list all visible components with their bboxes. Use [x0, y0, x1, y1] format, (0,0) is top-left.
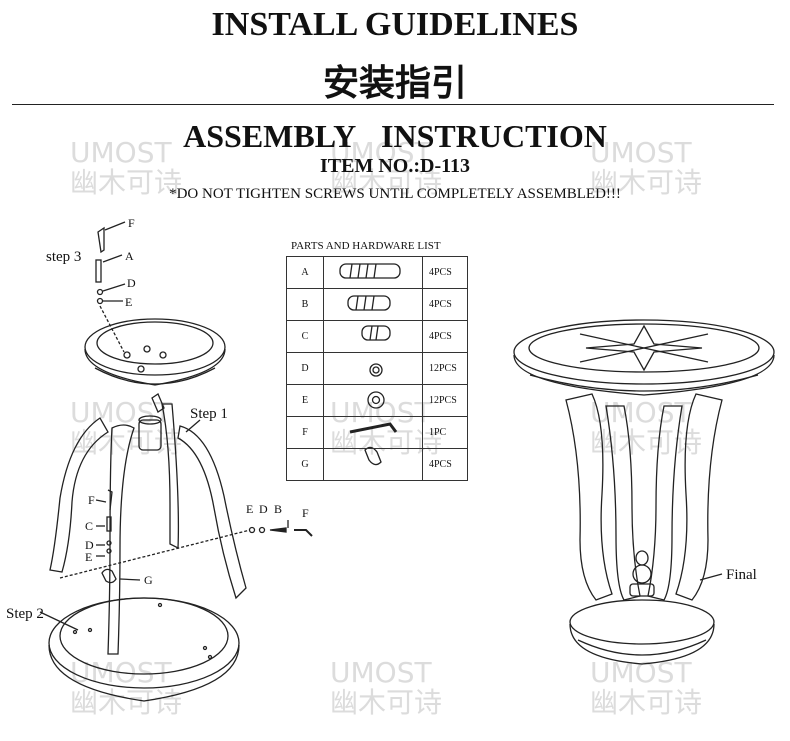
step1-label: Step 1 [190, 406, 228, 422]
part-qty: 12PCS [422, 384, 468, 417]
parts-list-title: PARTS AND HARDWARE LIST [291, 240, 441, 252]
parts-row: E 12PCS [286, 384, 468, 417]
seat-apron [84, 348, 226, 386]
washer-part [96, 297, 104, 305]
tightening-note: *DO NOT TIGHTEN SCREWS UNTIL COMPLETELY … [169, 186, 621, 202]
part-qty: 4PCS [422, 256, 468, 289]
label-e-row: E [246, 502, 254, 516]
parts-row: A 4PCS [286, 256, 468, 289]
parts-row: F 1PC [286, 416, 468, 449]
parts-row: D 12PCS [286, 352, 468, 385]
part-id: D [286, 352, 324, 385]
short-bolt-icon [323, 320, 423, 353]
large-washer-icon [323, 384, 423, 417]
part-qty: 4PCS [422, 320, 468, 353]
header-divider [12, 104, 774, 105]
label-f: F [128, 216, 135, 230]
parts-row: C 4PCS [286, 320, 468, 353]
step2-label: Step 2 [6, 606, 44, 622]
bracket-icon [323, 448, 423, 481]
final-label: Final [726, 567, 757, 583]
parts-table: A 4PCS B 4PCS C 4PCS D 12PCS E 12PCS F 1PC G 4PCS [286, 256, 468, 481]
center-post [138, 419, 162, 451]
part-qty: 4PCS [422, 288, 468, 321]
label-d-side: D [85, 538, 94, 552]
assembly-instruction-heading: ASSEMBLY INSTRUCTION [183, 118, 607, 154]
install-guidelines-title-cn: 安装指引 [322, 63, 467, 104]
label-g: G [144, 573, 153, 587]
allen-key-part [107, 489, 113, 511]
label-f-side: F [88, 493, 95, 507]
bolt-part [95, 259, 102, 283]
part-id: A [286, 256, 324, 289]
step3-label: step 3 [46, 249, 82, 265]
parts-row: B 4PCS [286, 288, 468, 321]
leg-left [49, 417, 109, 573]
small-washer-icon [323, 352, 423, 385]
seat-top [84, 318, 226, 376]
part-id: B [286, 288, 324, 321]
part-id: E [286, 384, 324, 417]
final-leg [675, 393, 723, 601]
leader-line [104, 221, 126, 231]
label-e-side: E [85, 550, 93, 564]
final-table-top [513, 319, 775, 385]
bolt-part [106, 516, 112, 532]
leg-right [177, 425, 247, 600]
label-d-row: D [259, 502, 268, 516]
label-a: A [125, 249, 134, 263]
label-b-row: B [274, 502, 283, 516]
bracket-part [101, 568, 117, 584]
final-leg [565, 393, 613, 601]
part-qty: 12PCS [422, 352, 468, 385]
final-leg [647, 405, 683, 601]
final-table-apron [513, 354, 775, 396]
part-id: G [286, 448, 324, 481]
item-number: ITEM NO.:D-113 [320, 155, 470, 177]
install-guidelines-title: INSTALL GUIDELINES [211, 6, 579, 43]
washer-part [96, 288, 104, 296]
finial [635, 550, 649, 566]
long-bolt-icon [323, 256, 423, 289]
allen-key-icon [323, 416, 423, 449]
parts-row: G 4PCS [286, 448, 468, 481]
final-base [569, 599, 715, 645]
guide-line [59, 529, 251, 579]
label-f-row: F [302, 506, 309, 520]
allen-key-part [97, 226, 105, 254]
leader-line [102, 283, 126, 292]
label-e: E [125, 295, 133, 309]
compass-inlay [585, 324, 703, 372]
leader-line [102, 254, 123, 263]
part-qty: 1PC [422, 416, 468, 449]
label-d: D [127, 276, 136, 290]
final-leg [605, 405, 641, 601]
medium-bolt-icon [323, 288, 423, 321]
part-id: C [286, 320, 324, 353]
label-c-side: C [85, 519, 94, 533]
leg-front [107, 424, 135, 655]
leg-back [161, 403, 180, 550]
part-qty: 4PCS [422, 448, 468, 481]
part-id: F [286, 416, 324, 449]
